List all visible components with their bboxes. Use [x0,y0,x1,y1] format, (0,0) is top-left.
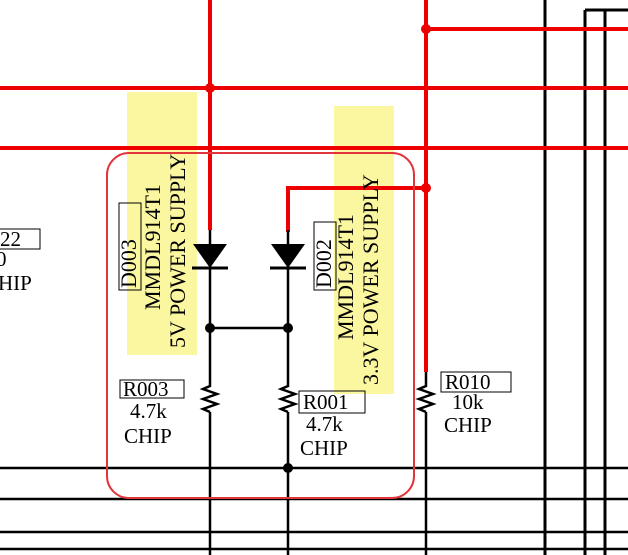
r003-pkg: CHIP [124,424,172,448]
resistor-r001-symbol[interactable] [277,372,299,414]
left-partial-ref: 22 [0,227,21,251]
r001-value: 4.7k [306,412,343,436]
d003-part: MMDL914T1 [140,184,165,310]
note-highlight-5v [127,92,197,355]
resistor-r010-symbol[interactable] [415,372,437,414]
d003-ref: D003 [116,239,141,288]
resistor-r003-symbol[interactable] [199,372,221,414]
selection-box[interactable] [106,152,415,499]
r010-ref: R010 [445,370,491,394]
wire-junctions [205,323,293,473]
d002-part: MMDL914T1 [333,214,358,340]
left-partial-pkg: HIP [0,271,32,295]
r010-pkg: CHIP [444,413,492,437]
diode-d003-symbol[interactable] [192,230,228,270]
ground-rails [0,466,628,551]
d002-ref: D002 [311,239,336,288]
d002-note: 3.3V POWER SUPPLY [358,174,383,385]
d003-ref-group: D003 [116,202,142,291]
r010-value: 10k [452,390,484,414]
r003-value: 4.7k [130,399,167,423]
power-nets [0,0,628,372]
bus-lines [543,0,628,555]
diode-d002-symbol[interactable] [270,230,306,270]
power-junctions [205,24,431,193]
r001-pkg: CHIP [300,436,348,460]
r003-ref: R003 [123,377,169,401]
d003-note: 5V POWER SUPPLY [165,154,190,348]
circuit-wires [208,268,428,555]
d002-ref-group: D002 [311,221,337,291]
r001-ref: R001 [303,390,349,414]
left-partial-value: 0 [0,247,7,271]
